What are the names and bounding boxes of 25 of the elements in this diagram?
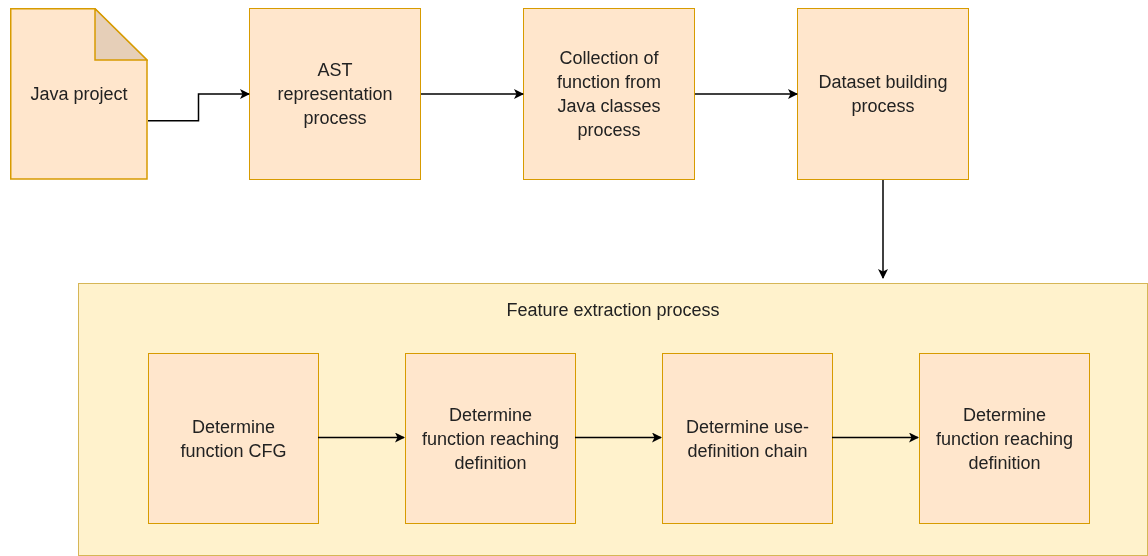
arrow <box>574 432 662 443</box>
process-box <box>249 8 421 180</box>
box-label: Determine function reaching definition <box>420 403 561 475</box>
box-label: Determine use-definition chain <box>684 415 810 463</box>
group-container <box>78 283 1148 556</box>
arrow <box>694 89 798 99</box>
arrow <box>147 89 250 122</box>
process-box <box>662 353 833 524</box>
process-box <box>797 8 969 180</box>
process-box <box>523 8 695 180</box>
arrow <box>420 89 524 99</box>
box-label: Determine function CFG <box>179 415 288 463</box>
arrow <box>317 432 405 443</box>
box-label: Java project <box>29 83 129 106</box>
arrow <box>878 179 888 279</box>
process-box <box>148 353 319 524</box>
box-label: AST representation process <box>276 59 394 130</box>
arrow <box>831 432 919 443</box>
document-shape <box>10 8 148 180</box>
group-title: Feature extraction process <box>505 299 721 322</box>
box-label: Dataset building process <box>817 71 949 118</box>
process-box <box>405 353 576 524</box>
box-label: Determine function reaching definition <box>934 403 1075 475</box>
box-label: Collection of function from Java classes process <box>555 47 662 142</box>
process-box <box>919 353 1090 524</box>
